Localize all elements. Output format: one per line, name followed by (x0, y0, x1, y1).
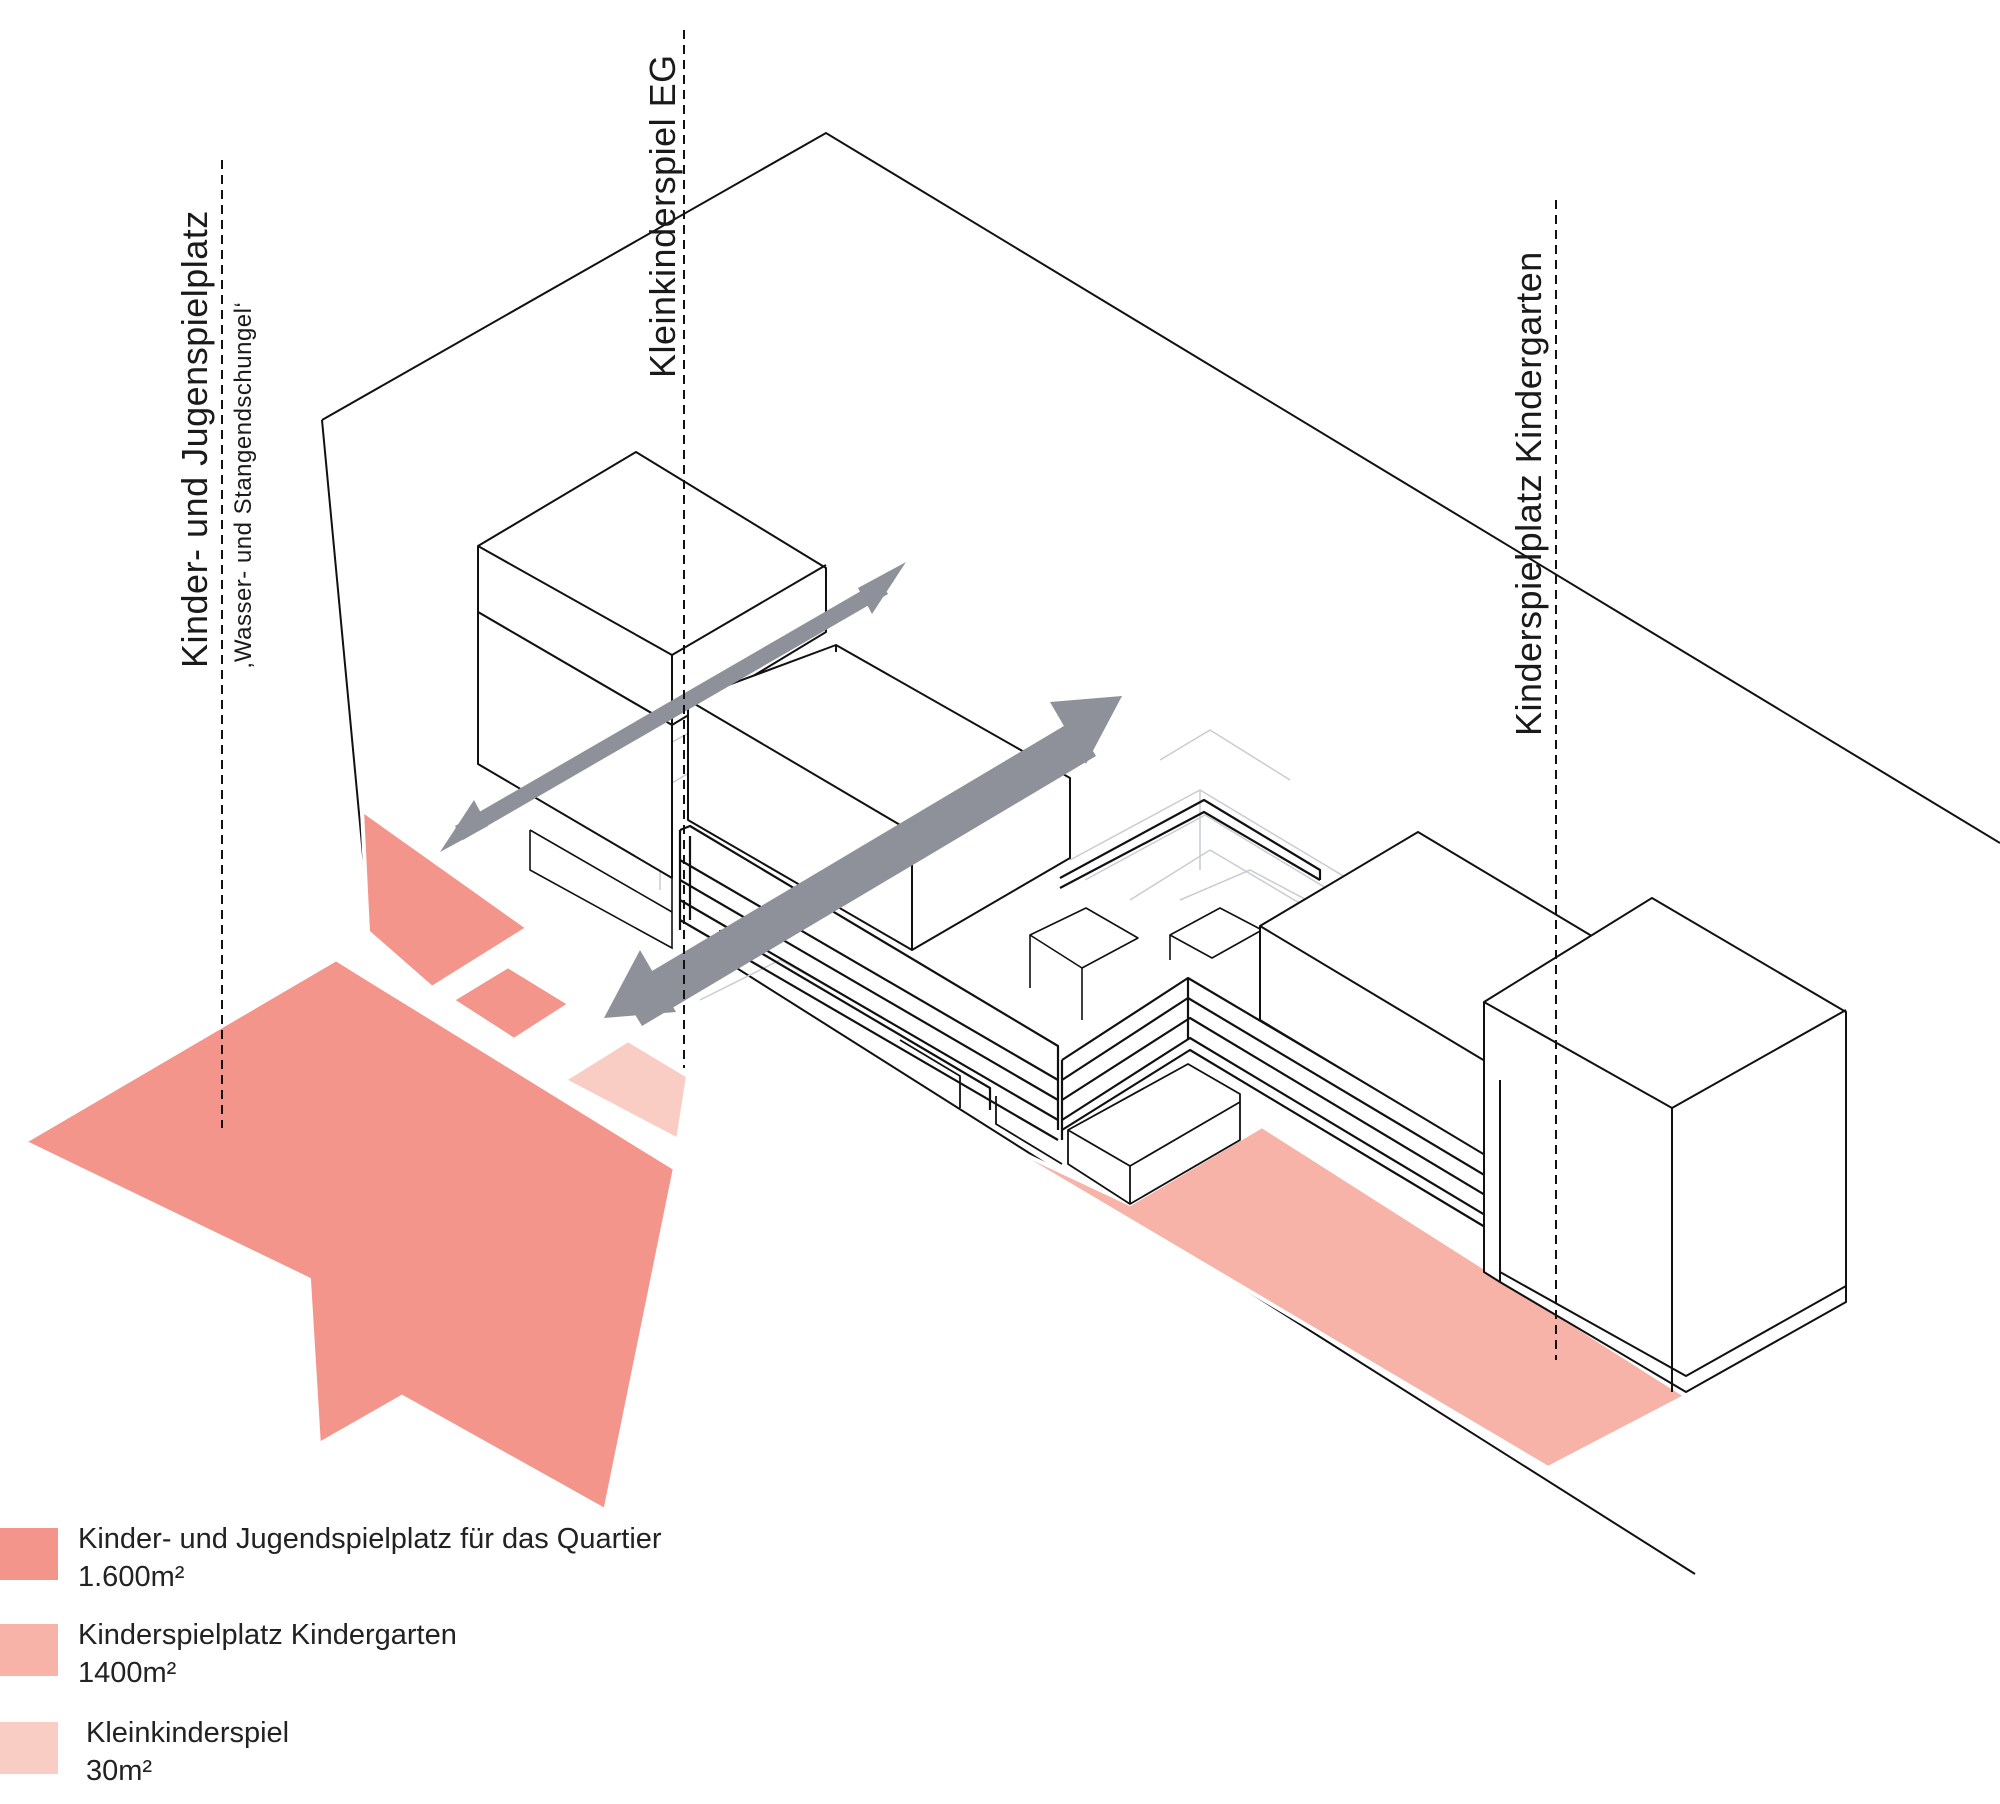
legend-item-quartier: Kinder- und Jugendspielplatz für das Qua… (0, 1520, 800, 1610)
zone-quartier-square (448, 963, 574, 1043)
legend-item-kindergarten: Kinderspielplatz Kindergarten 1400m² (0, 1616, 800, 1706)
building-kindergarten (1483, 897, 1847, 1393)
legend-swatch-kindergarten (0, 1624, 58, 1676)
legend-area: 30m² (86, 1755, 153, 1787)
legend-title: Kleinkinderspiel (86, 1717, 290, 1749)
building-base-left (529, 829, 673, 950)
legend-title: Kinderspielplatz Kindergarten (78, 1619, 457, 1651)
label-kinder-jugend: Kinder- und Jugenspielplatz (174, 210, 215, 668)
legend-area: 1.600m² (78, 1561, 185, 1593)
courtyard-boxes (1029, 907, 1263, 1020)
label-kindergarten: Kinderspielplatz Kindergarten (1508, 251, 1549, 736)
legend-title: Kinder- und Jugendspielplatz für das Qua… (78, 1523, 662, 1555)
arrow-upper (440, 562, 906, 852)
building-tall-left (477, 451, 827, 879)
arrows (440, 562, 1122, 1026)
legend: Kinder- und Jugendspielplatz für das Qua… (0, 1520, 800, 1790)
building-plinth-middle (719, 930, 1241, 1205)
zone-quartier-top (359, 805, 532, 991)
zone-quartier-playground (15, 805, 680, 1517)
leader-lines (221, 30, 1557, 1360)
zone-kindergarten (992, 1123, 1690, 1471)
label-kleinkinder: Kleinkinderspiel EG (642, 54, 683, 378)
arrow-lower (604, 696, 1122, 1026)
legend-swatch-quartier (0, 1528, 58, 1580)
legend-swatch-kleinkinder (0, 1722, 58, 1774)
legend-area: 1400m² (78, 1657, 177, 1689)
zone-quartier-main (15, 954, 680, 1517)
label-kinder-jugend-sub: ‚Wasser- und Stangendschungel‘ (230, 301, 257, 668)
site-boundary (321, 131, 2000, 844)
zone-kleinkinder (559, 1037, 691, 1144)
legend-item-kleinkinder: Kleinkinderspiel 30m² (0, 1714, 800, 1804)
